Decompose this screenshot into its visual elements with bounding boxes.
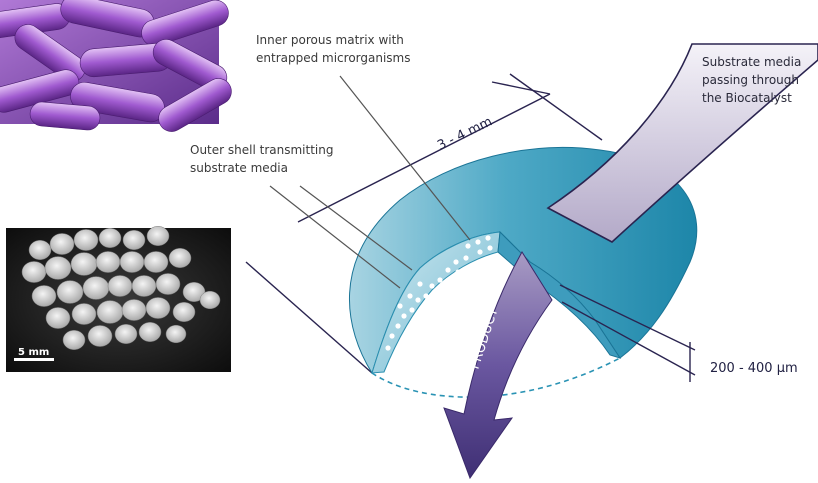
entrapped-microorganisms-dots (385, 235, 493, 351)
product-output-arrow (443, 251, 553, 480)
bead-pellet (21, 261, 47, 283)
substrate-label-line3: the Biocatalyst (702, 91, 792, 105)
bead-pellet (145, 297, 171, 319)
bead-pellet (122, 230, 146, 250)
bead-pellet (168, 248, 192, 268)
substrate-label-line2: passing through (702, 73, 799, 87)
shell-thickness-dimension (559, 284, 696, 382)
outer-shell-label-line2: substrate media (190, 161, 288, 175)
bead-pellet (45, 307, 71, 329)
bead-pellet (73, 229, 99, 251)
bead-pellet (199, 290, 221, 310)
bead-pellet (143, 251, 169, 273)
bead-pellet (119, 251, 145, 273)
bead-pellet (28, 240, 52, 260)
inner-matrix-label-line1: Inner porous matrix with (256, 33, 404, 47)
inner-matrix-label-line2: entrapped microrganisms (256, 51, 411, 65)
bead-pellet (71, 303, 97, 325)
bead-pellet (172, 302, 196, 322)
scale-bar-label: 5 mm (18, 347, 49, 358)
diameter-dimension-lines (245, 73, 603, 374)
bead-pellet (107, 275, 133, 297)
bead-pellet (138, 322, 162, 342)
bead-pellet (155, 273, 181, 295)
bead-pellet (44, 256, 72, 280)
bead-pellet (165, 324, 187, 344)
bacteria-photo (0, 0, 232, 132)
bead-pellet (82, 276, 110, 300)
bead-pellet (70, 252, 98, 276)
scale-bar (14, 358, 54, 361)
bead-pellet (96, 300, 124, 324)
bead-pellet (87, 325, 113, 347)
shell-thickness-label: 200 - 400 µm (710, 361, 798, 376)
substrate-label-line1: Substrate media (702, 55, 801, 69)
bead-pellet (56, 280, 84, 304)
bead-pellet (114, 324, 138, 344)
substrate-input-arrow (546, 43, 818, 243)
beads-photo: 5 mm (6, 226, 231, 372)
bead-pellet (98, 228, 122, 248)
bead-pellet (121, 299, 147, 321)
bead-pellet (131, 275, 157, 297)
bead-pellet (182, 282, 206, 302)
outer-shell-label-line1: Outer shell transmitting (190, 143, 333, 157)
diameter-label: 3 - 4 mm (435, 114, 495, 153)
leader-lines (269, 75, 471, 289)
bead-pellet (95, 251, 121, 273)
bead-pellet (62, 330, 86, 350)
bead-pellet (49, 233, 75, 255)
bead-pellet (31, 285, 57, 307)
bead-pellet (146, 226, 170, 246)
